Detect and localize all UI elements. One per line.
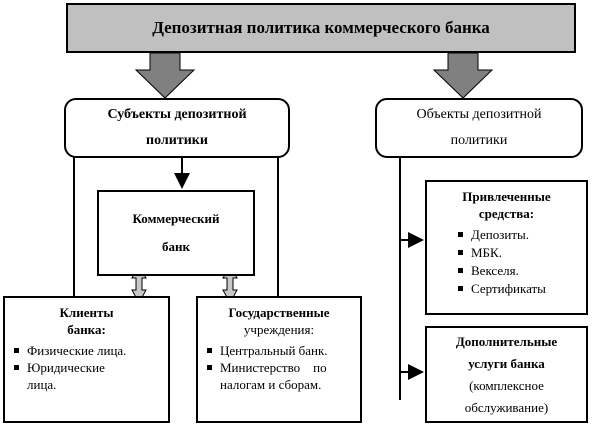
bank-box: Коммерческий банк bbox=[97, 190, 255, 276]
gov-heading-2: учреждения: bbox=[243, 322, 315, 337]
attracted-box: Привлеченные средства: Депозиты. МБК. Ве… bbox=[425, 180, 588, 315]
gov-item-continuation: налогам и сборам. bbox=[220, 377, 322, 392]
gov-heading-1: Государственные bbox=[228, 305, 330, 320]
services-line1: Дополнительные bbox=[455, 333, 558, 349]
subjects-line1: Субъекты депозитной bbox=[107, 107, 247, 122]
list-item: Векселя. bbox=[453, 262, 582, 280]
list-item: МБК. bbox=[453, 244, 582, 262]
objects-line1: Объекты депозитной bbox=[416, 107, 542, 122]
attracted-list: Депозиты. МБК. Векселя. Сертификаты bbox=[431, 226, 582, 298]
services-line3: (комплексное bbox=[469, 377, 544, 393]
list-item: Депозиты. bbox=[453, 226, 582, 244]
big-arrow-left bbox=[134, 52, 196, 99]
bank-line1: Коммерческий bbox=[132, 211, 220, 226]
attracted-heading-1: Привлеченные bbox=[462, 189, 551, 204]
subjects-box: Субъекты депозитной политики bbox=[64, 98, 290, 158]
subjects-line2: политики bbox=[146, 133, 208, 148]
services-line4: обслуживание) bbox=[464, 399, 549, 415]
objects-box: Объекты депозитной политики bbox=[375, 98, 583, 158]
diagram-title: Депозитная политика коммерческого банка bbox=[66, 3, 576, 53]
services-box: Дополнительные услуги банка (комплексное… bbox=[425, 326, 588, 423]
objects-line2: политики bbox=[450, 133, 508, 148]
bank-line2: банк bbox=[162, 239, 190, 254]
gov-box: Государственные учреждения: Центральный … bbox=[196, 296, 362, 423]
clients-box: Клиенты банка: Физические лица. Юридичес… bbox=[3, 296, 170, 423]
attracted-heading-2: средства: bbox=[478, 206, 535, 221]
gov-heading: Государственные учреждения: bbox=[202, 304, 356, 338]
list-item: Министерство по bbox=[202, 359, 356, 376]
clients-heading: Клиенты банка: bbox=[9, 304, 164, 338]
list-item: Юридические bbox=[9, 359, 164, 376]
clients-list: Физические лица. Юридические bbox=[9, 342, 164, 376]
gov-list: Центральный банк. Министерство по bbox=[202, 342, 356, 376]
list-item: Физические лица. bbox=[9, 342, 164, 359]
clients-item-continuation: лица. bbox=[27, 377, 57, 392]
big-arrow-right bbox=[432, 52, 494, 99]
list-item: Сертификаты bbox=[453, 280, 582, 298]
clients-heading-2: банка: bbox=[67, 322, 106, 337]
services-line2: услуги банка bbox=[468, 355, 545, 371]
list-item: Центральный банк. bbox=[202, 342, 356, 359]
title-text: Депозитная политика коммерческого банка bbox=[152, 18, 490, 37]
attracted-heading: Привлеченные средства: bbox=[431, 188, 582, 222]
clients-heading-1: Клиенты bbox=[59, 305, 114, 320]
